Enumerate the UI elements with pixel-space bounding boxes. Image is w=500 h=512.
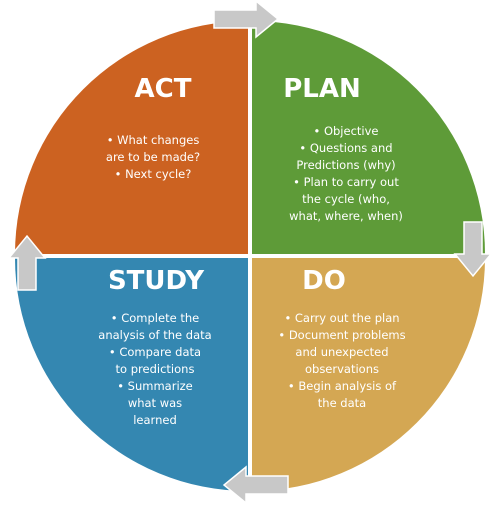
- plan-line: the cycle (who,: [302, 192, 390, 206]
- plan-title: PLAN: [283, 74, 361, 104]
- bottom-arrow-icon: [222, 465, 289, 505]
- do-line: • Carry out the plan: [284, 311, 399, 325]
- left-arrow-icon: [7, 234, 47, 291]
- study-line: learned: [133, 413, 177, 427]
- do-line: and unexpected: [295, 345, 388, 359]
- act-title: ACT: [135, 74, 192, 104]
- study-line: • Summarize: [117, 379, 193, 393]
- do-line: the data: [318, 396, 366, 410]
- plan-line: what, where, when): [289, 209, 403, 223]
- study-title: STUDY: [108, 266, 205, 296]
- study-line: what was: [128, 396, 182, 410]
- do-text: • Carry out the plan • Document problems…: [278, 311, 405, 410]
- plan-text: • Objective • Questions and Predictions …: [289, 124, 403, 223]
- do-line: observations: [305, 362, 379, 376]
- study-line: to predictions: [116, 362, 195, 376]
- study-line: • Compare data: [109, 345, 201, 359]
- top-arrow-icon: [213, 0, 280, 39]
- do-title: DO: [302, 266, 346, 296]
- act-line: are to be made?: [106, 150, 200, 164]
- plan-line: • Questions and: [299, 141, 392, 155]
- do-quadrant: [252, 258, 485, 491]
- plan-line: • Objective: [314, 124, 379, 138]
- plan-line: Predictions (why): [296, 158, 395, 172]
- act-text: • What changes are to be made? • Next cy…: [106, 133, 200, 181]
- do-line: • Document problems: [278, 328, 405, 342]
- act-quadrant: [15, 21, 248, 254]
- study-line: • Complete the: [111, 311, 199, 325]
- study-text: • Complete the analysis of the data • Co…: [98, 311, 211, 427]
- do-line: • Begin analysis of: [288, 379, 397, 393]
- plan-line: • Plan to carry out: [293, 175, 399, 189]
- study-quadrant: [15, 258, 248, 491]
- plan-quadrant: [252, 21, 485, 254]
- act-line: • Next cycle?: [115, 167, 192, 181]
- right-arrow-icon: [453, 221, 493, 278]
- study-line: analysis of the data: [98, 328, 211, 342]
- act-line: • What changes: [107, 133, 200, 147]
